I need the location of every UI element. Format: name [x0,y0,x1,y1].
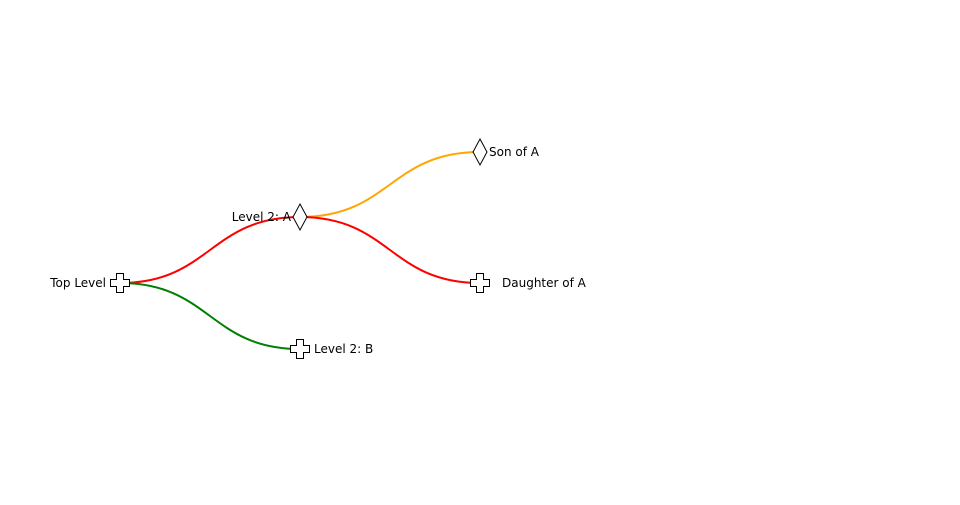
node-top-level[interactable]: Top Level [49,273,130,293]
link-level2a-to-daughter [299,216,481,284]
node-label-level-2-a: Level 2: A [232,210,292,224]
node-label-daughter-of-a: Daughter of A [502,276,587,290]
diamond-icon [472,137,488,167]
diamond-icon [292,202,308,232]
node-level-2-b[interactable]: Level 2: B [290,339,374,359]
node-label-level-2-b: Level 2: B [314,342,373,356]
node-level-2-a[interactable]: Level 2: A [232,202,308,232]
link-level2a-to-son [299,151,481,218]
link-top-to-level2b [119,282,301,350]
link-top-to-level2a [119,216,301,284]
cross-icon [110,273,130,293]
node-label-son-of-a: Son of A [489,145,540,159]
cross-icon [290,339,310,359]
node-son-of-a[interactable]: Son of A [472,137,540,167]
cross-icon [470,273,490,293]
node-label-top-level: Top Level [49,276,106,290]
node-daughter-of-a[interactable]: Daughter of A [470,273,587,293]
